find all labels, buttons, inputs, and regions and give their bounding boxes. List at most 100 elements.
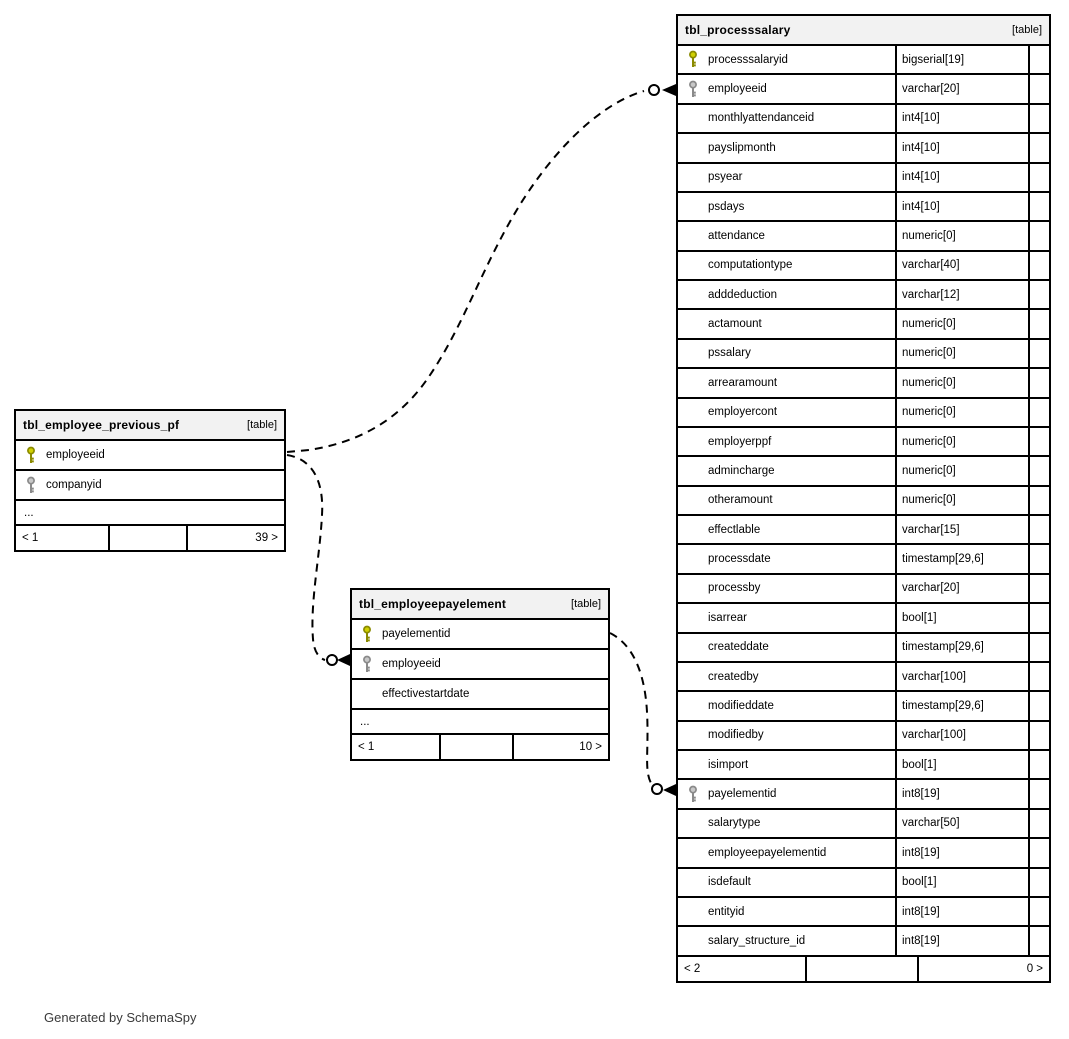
table-footer: < 1 39 > xyxy=(16,526,284,550)
table-header: tbl_processsalary [table] xyxy=(678,16,1049,46)
key-spacer xyxy=(678,839,708,866)
key-spacer xyxy=(678,810,708,837)
column-row-otheramount: otheramount numeric[0] xyxy=(678,486,1049,516)
table-type-badge: [table] xyxy=(247,419,277,431)
key-spacer xyxy=(678,134,708,161)
footer-child-degree: 39 > xyxy=(186,526,284,550)
column-name: employeeid xyxy=(708,83,767,96)
fk-indicator-cell xyxy=(1028,163,1049,191)
column-type: timestamp[29,6] xyxy=(895,633,1028,661)
primary-key-icon xyxy=(16,441,46,469)
column-name: otheramount xyxy=(708,494,773,507)
table-header: tbl_employee_previous_pf [table] xyxy=(16,411,284,441)
key-spacer xyxy=(678,634,708,661)
key-spacer xyxy=(678,193,708,220)
fk-indicator-cell xyxy=(1028,751,1049,779)
fk-circle-icon xyxy=(326,654,338,666)
key-spacer xyxy=(678,869,708,896)
fk-indicator-cell xyxy=(1028,692,1049,720)
column-type: timestamp[29,6] xyxy=(895,545,1028,573)
column-name: psyear xyxy=(708,171,743,184)
column-type: numeric[0] xyxy=(895,486,1028,514)
more-columns-label: ... xyxy=(360,715,370,728)
foreign-key-icon xyxy=(678,75,708,102)
column-name: employeeid xyxy=(382,658,441,670)
table-title[interactable]: tbl_employeepayelement xyxy=(359,597,507,611)
column-type: numeric[0] xyxy=(895,457,1028,485)
footer-spacer xyxy=(439,735,512,759)
column-type: bool[1] xyxy=(895,868,1028,896)
table-title[interactable]: tbl_processsalary xyxy=(685,23,791,37)
column-name: employercont xyxy=(708,406,778,419)
key-spacer xyxy=(678,252,708,279)
column-type: varchar[100] xyxy=(895,662,1028,691)
fk-indicator-cell xyxy=(1028,927,1049,955)
column-type: int8[19] xyxy=(895,897,1028,926)
column-name: admincharge xyxy=(708,464,775,477)
column-row-companyid: companyid xyxy=(16,471,284,501)
fk-arrow-icon xyxy=(337,654,350,666)
key-spacer xyxy=(678,575,708,602)
fk-indicator-cell xyxy=(1028,457,1049,485)
column-type: timestamp[29,6] xyxy=(895,692,1028,720)
column-name: monthlyattendanceid xyxy=(708,112,815,125)
key-spacer xyxy=(678,898,708,925)
fk-indicator-cell xyxy=(1028,427,1049,456)
table-header: tbl_employeepayelement [table] xyxy=(352,590,608,620)
column-name: employeeid xyxy=(46,449,105,461)
column-rows: employeeid companyid... xyxy=(16,441,284,526)
column-type: bool[1] xyxy=(895,604,1028,632)
column-row-modifieddate: modifieddate timestamp[29,6] xyxy=(678,692,1049,722)
more-columns-row: ... xyxy=(16,501,284,526)
column-row-admincharge: admincharge numeric[0] xyxy=(678,457,1049,487)
key-spacer xyxy=(678,927,708,954)
fk-indicator-cell xyxy=(1028,604,1049,632)
fk-indicator-cell xyxy=(1028,662,1049,691)
column-name: pssalary xyxy=(708,347,751,360)
key-spacer xyxy=(678,369,708,396)
column-name: modifieddate xyxy=(708,699,774,712)
foreign-key-icon xyxy=(678,780,708,807)
fk-indicator-cell xyxy=(1028,75,1049,103)
key-spacer xyxy=(678,105,708,132)
column-row-employeeid: employeeid xyxy=(16,441,284,471)
column-type: numeric[0] xyxy=(895,339,1028,368)
fk-indicator-cell xyxy=(1028,192,1049,221)
column-name: isimport xyxy=(708,758,749,771)
column-type: int4[10] xyxy=(895,192,1028,221)
edge-employee-previous-pf-to-employeepayelement xyxy=(286,454,350,666)
column-type: varchar[20] xyxy=(895,75,1028,103)
fk-arrow-icon xyxy=(663,784,676,796)
table-tbl-employee-previous-pf: tbl_employee_previous_pf [table] employe… xyxy=(14,409,286,552)
fk-indicator-cell xyxy=(1028,369,1049,397)
column-name: attendance xyxy=(708,229,765,242)
key-spacer xyxy=(678,516,708,543)
key-spacer xyxy=(678,222,708,249)
footer-spacer xyxy=(108,526,186,550)
fk-indicator-cell xyxy=(1028,574,1049,603)
fk-indicator-cell xyxy=(1028,897,1049,926)
fk-indicator-cell xyxy=(1028,868,1049,896)
footer-parent-degree: < 2 xyxy=(684,962,701,975)
key-spacer xyxy=(678,457,708,484)
column-name: payelementid xyxy=(382,628,451,640)
fk-indicator-cell xyxy=(1028,839,1049,867)
primary-key-icon xyxy=(352,620,382,648)
key-spacer xyxy=(678,604,708,631)
table-title[interactable]: tbl_employee_previous_pf xyxy=(23,418,180,432)
column-type: numeric[0] xyxy=(895,310,1028,338)
primary-key-icon xyxy=(678,46,708,73)
column-row-employeeid: employeeid xyxy=(352,650,608,680)
